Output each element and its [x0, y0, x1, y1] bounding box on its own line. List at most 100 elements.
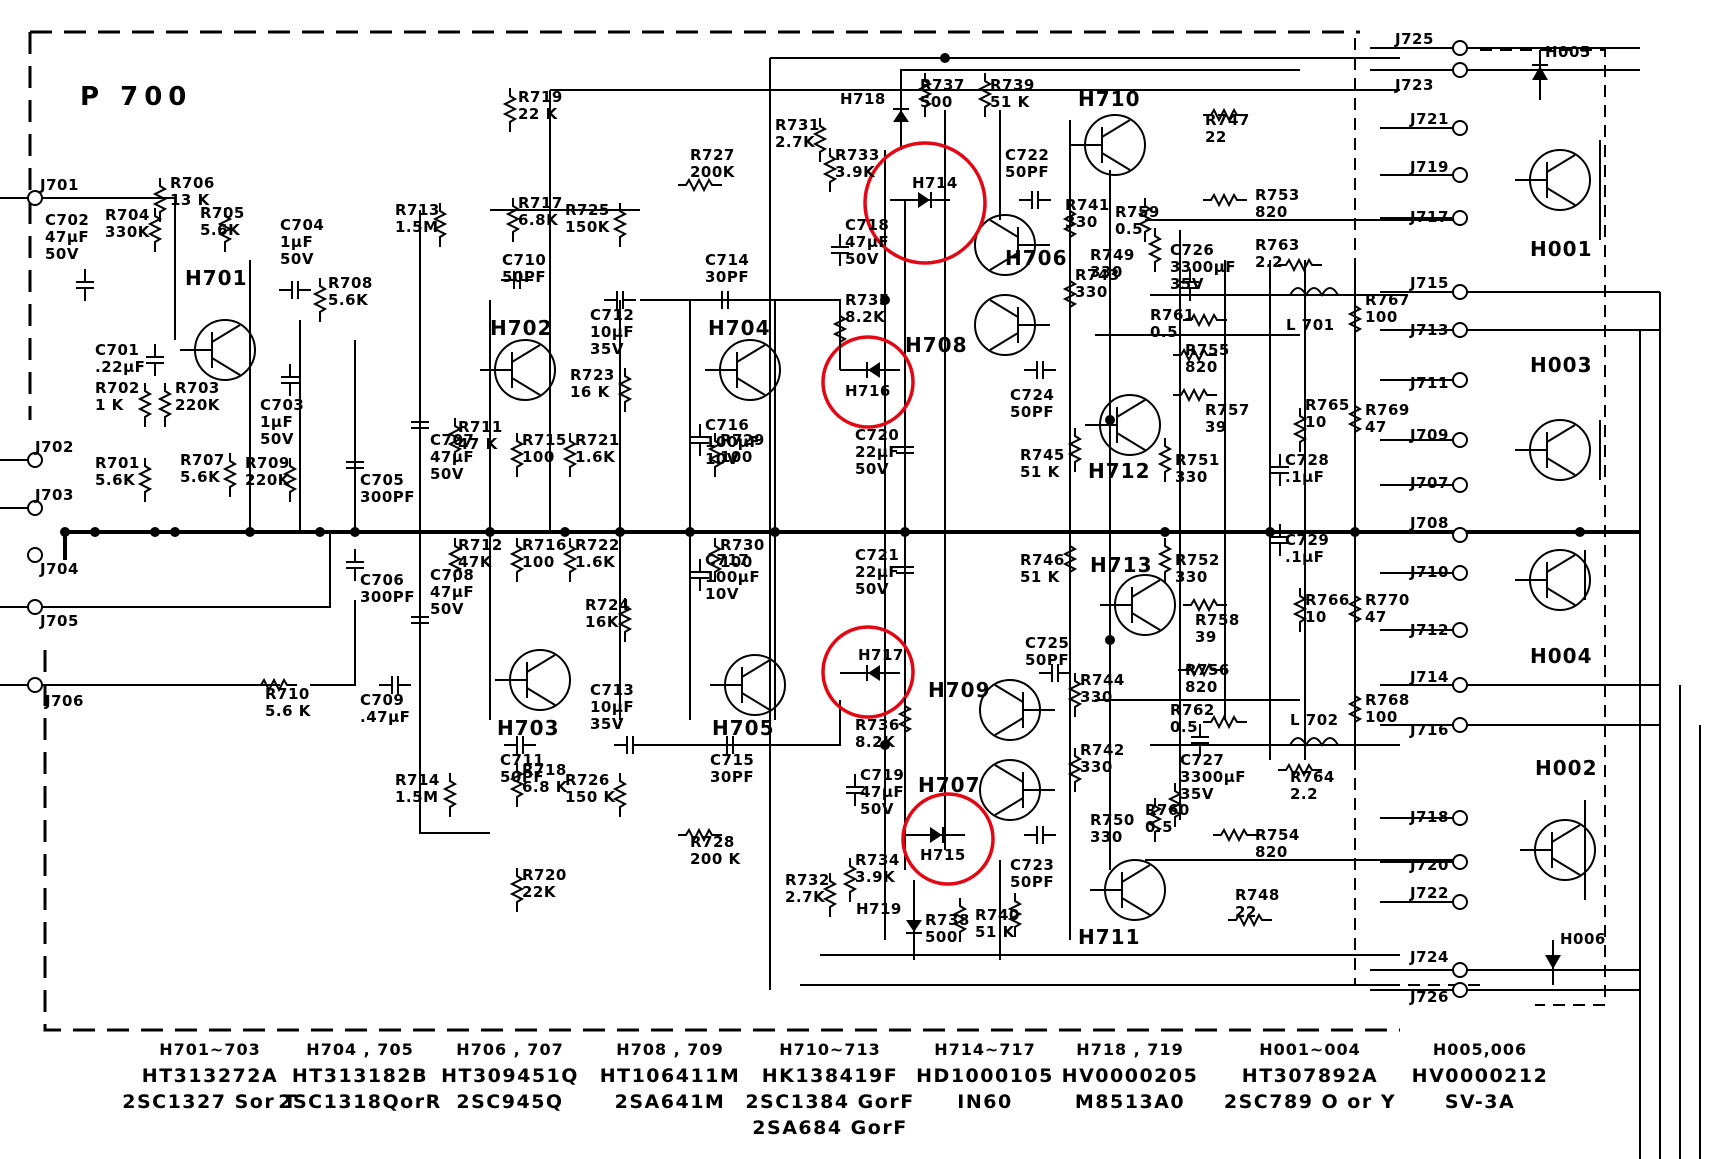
transistor-icon-H710 — [1070, 114, 1146, 176]
resistor-ref: R723 — [570, 366, 615, 384]
resistor-value: 6.8K — [518, 211, 559, 229]
highlight-circle-H715 — [901, 792, 995, 886]
transistor-icon-H004 — [1515, 549, 1591, 611]
label-J702: J702 — [34, 438, 74, 456]
resistor-value: 500 — [920, 93, 953, 111]
resistor-ref: R767 — [1365, 291, 1410, 309]
jack-J708 — [1452, 527, 1468, 543]
diode-icon-H005 — [1532, 50, 1548, 100]
resistor-ref: R719 — [518, 88, 563, 106]
capacitor-value: .47µF — [360, 708, 410, 726]
legend-type: 2SC1384 GorF — [745, 1091, 914, 1113]
capacitor-ref: C711 — [500, 751, 544, 769]
label-H704: H704 — [708, 316, 771, 340]
resistor-icon — [502, 88, 518, 132]
resistor-icon — [822, 148, 838, 192]
capacitor-icon — [1039, 664, 1071, 682]
resistor-value: 330 — [1175, 568, 1208, 586]
capacitor-icon — [691, 424, 709, 456]
resistor-icon — [509, 868, 525, 912]
label-H715: H715 — [920, 846, 966, 864]
resistor-icon — [1062, 538, 1078, 582]
resistor-ref: R754 — [1255, 826, 1300, 844]
capacitor-icon — [614, 736, 646, 754]
capacitor-value: 47µF — [45, 228, 89, 246]
capacitor-ref: C729 — [1285, 531, 1329, 549]
resistor-ref: R753 — [1255, 186, 1300, 204]
resistor-value: 220K — [245, 471, 291, 489]
transistor-icon-H703 — [495, 649, 571, 711]
capacitor-icon — [411, 604, 429, 636]
resistor-value: 22 — [1235, 903, 1257, 921]
jack-J709 — [1452, 432, 1468, 448]
capacitor-ref: C720 — [855, 426, 899, 444]
inductor-icon-L701 — [1289, 287, 1339, 298]
legend-part-number: HV0000212 — [1412, 1065, 1549, 1087]
legend-type: IN60 — [957, 1091, 1012, 1113]
capacitor-icon — [1024, 361, 1056, 379]
resistor-value: 47 K — [458, 435, 499, 453]
resistor-value: 51 K — [990, 93, 1031, 111]
transistor-icon-H707 — [979, 759, 1055, 821]
resistor-ref: R760 — [1145, 801, 1190, 819]
jack-J701 — [27, 190, 43, 206]
resistor-ref: R714 — [395, 771, 440, 789]
label-H708: H708 — [905, 333, 968, 357]
resistor-icon — [282, 458, 298, 502]
jack-J702 — [27, 452, 43, 468]
label-H005: H005 — [1545, 43, 1591, 61]
jack-J715 — [1452, 284, 1468, 300]
resistor-value: 2.2 — [1255, 253, 1283, 271]
resistor-icon — [1178, 662, 1222, 678]
resistor-value: 47 — [1365, 608, 1387, 626]
resistor-icon — [1062, 203, 1078, 247]
resistor-icon — [1278, 257, 1322, 273]
resistor-ref: R727 — [690, 146, 735, 164]
resistor-icon — [447, 538, 463, 582]
label-L702: L 702 — [1290, 711, 1339, 729]
resistor-icon — [1213, 827, 1257, 843]
capacitor-ref: C708 — [430, 566, 474, 584]
legend-refs: H710∼713 — [779, 1040, 881, 1059]
capacitor-value: 50V — [845, 250, 879, 268]
capacitor-ref: C728 — [1285, 451, 1329, 469]
label-J704: J704 — [39, 560, 79, 578]
capacitor-ref: C718 — [845, 216, 889, 234]
capacitor-value: 3300µF — [1170, 258, 1236, 276]
capacitor-value: 35V — [590, 715, 624, 733]
resistor-icon — [1067, 428, 1083, 472]
resistor-icon — [1173, 387, 1217, 403]
resistor-value: 5.6K — [328, 291, 369, 309]
resistor-ref: R702 — [95, 379, 140, 397]
resistor-icon — [617, 368, 633, 412]
resistor-ref: R730 — [720, 536, 765, 554]
jack-J718 — [1452, 810, 1468, 826]
label-H006: H006 — [1560, 930, 1606, 948]
resistor-ref: R746 — [1020, 551, 1065, 569]
label-J725: J725 — [1394, 30, 1434, 48]
transistor-icon-H003 — [1515, 419, 1591, 481]
resistor-value: 220K — [175, 396, 221, 414]
label-L701: L 701 — [1286, 316, 1335, 334]
resistor-ref: R743 — [1075, 266, 1120, 284]
resistor-value: 10 — [1305, 608, 1327, 626]
label-H706: H706 — [1005, 246, 1068, 270]
resistor-ref: R755 — [1185, 341, 1230, 359]
resistor-icon — [822, 873, 838, 917]
resistor-ref: R751 — [1175, 451, 1220, 469]
